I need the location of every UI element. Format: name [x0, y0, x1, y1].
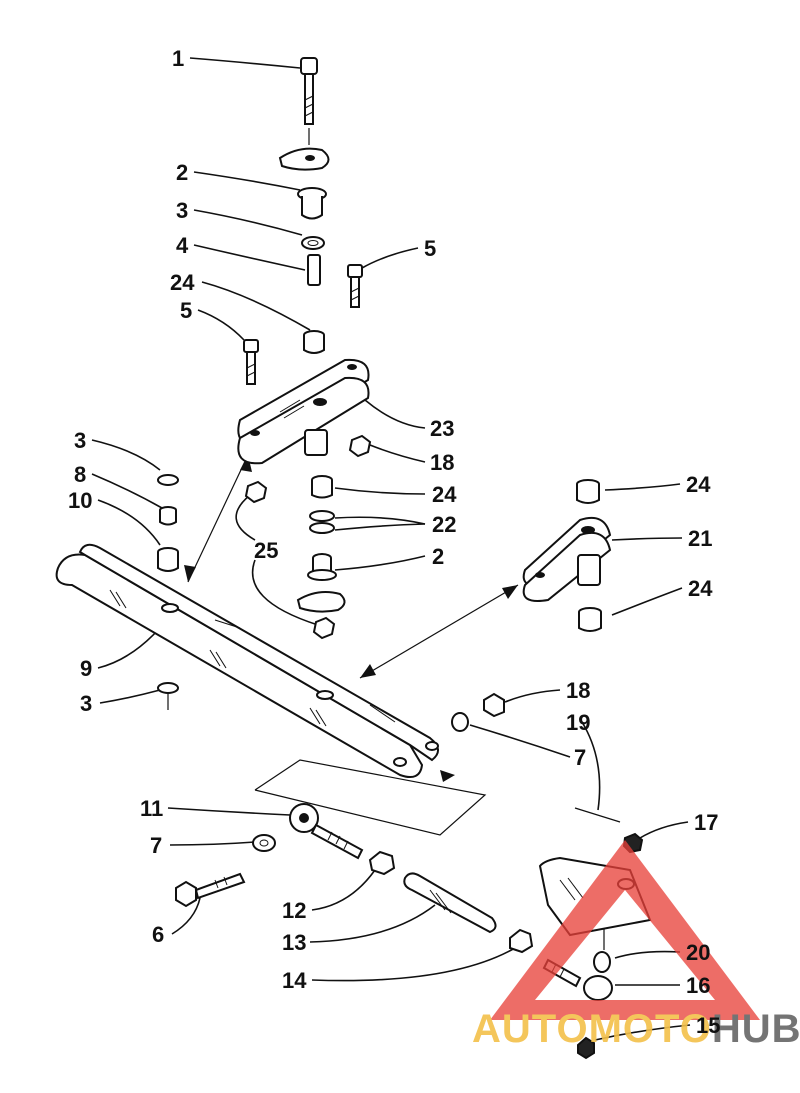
callout-7-right: 7: [574, 745, 586, 770]
part-nut-12: [368, 850, 396, 876]
callout-24-right-bottom: 24: [688, 576, 713, 601]
callout-22: 22: [432, 512, 456, 537]
part-spacer-24-mid: [311, 475, 333, 499]
part-lower-plate: [296, 591, 346, 613]
part-washer-3-top: [301, 236, 325, 250]
part-washer-7-left: [252, 834, 276, 852]
callout-3-top: 3: [176, 198, 188, 223]
callout-5-right: 5: [424, 236, 436, 261]
svg-text:AUTOMOTOHUB: AUTOMOTOHUB: [472, 1007, 800, 1051]
watermark-moto: MOTO: [589, 1007, 712, 1051]
callout-12: 12: [282, 898, 306, 923]
part-cotter-pin-19: [574, 807, 621, 823]
part-bushing-2-bottom: [307, 553, 337, 581]
part-washer-3-left: [157, 474, 179, 486]
callout-2-top: 2: [176, 160, 188, 185]
callout-5-left: 5: [180, 298, 192, 323]
callout-3-left: 3: [74, 428, 86, 453]
callout-4: 4: [176, 233, 189, 258]
part-nut-25-upper: [244, 480, 268, 504]
assembly-arrows: [184, 454, 519, 836]
part-bushing-2-top: [297, 187, 327, 220]
callout-20: 20: [686, 940, 710, 965]
part-pivot-21: [522, 516, 612, 602]
part-spacer-24-top: [303, 330, 325, 354]
part-washers-22: [309, 510, 335, 534]
callout-19: 19: [566, 710, 590, 735]
callout-labels: 1 2 3 4 5 24 5 23 18 3 8 10 24 22 25 2 2…: [68, 46, 720, 1038]
callout-14: 14: [282, 968, 307, 993]
callout-2-bottom: 2: [432, 544, 444, 569]
callout-17: 17: [694, 810, 718, 835]
callout-7-left: 7: [150, 833, 162, 858]
callout-3-bottom: 3: [80, 691, 92, 716]
callout-24-top: 24: [170, 270, 195, 295]
callout-24-right-top: 24: [686, 472, 711, 497]
callout-25: 25: [254, 538, 278, 563]
callout-18-top: 18: [430, 450, 454, 475]
callout-15: 15: [696, 1013, 720, 1038]
callout-23: 23: [430, 416, 454, 441]
callout-10: 10: [68, 488, 92, 513]
part-washer-7-right: [451, 712, 469, 732]
callout-8: 8: [74, 462, 86, 487]
part-bolt-6: [175, 872, 246, 908]
part-tube-13: [403, 872, 497, 934]
part-bolt-1: [300, 57, 318, 145]
part-nut-25-lower: [312, 616, 336, 640]
callout-18-right: 18: [566, 678, 590, 703]
callout-1: 1: [172, 46, 184, 71]
part-nut-18-right: [483, 692, 505, 718]
callout-9: 9: [80, 656, 92, 681]
callout-13: 13: [282, 930, 306, 955]
part-washer-3-bottom: [157, 682, 179, 710]
automotohub-watermark: AUTOMOTOHUB: [472, 840, 800, 1051]
part-sleeve-4: [307, 254, 321, 286]
part-nut-14: [509, 928, 534, 954]
watermark-auto: AUTO: [472, 1007, 589, 1051]
part-spacer-8: [159, 506, 177, 526]
part-rod-end-11: [289, 803, 364, 860]
callout-16: 16: [686, 973, 710, 998]
part-bolt-5-left: [243, 339, 259, 385]
callout-6: 6: [152, 922, 164, 947]
watermark-triangle-logo: [490, 840, 760, 1020]
part-plate-washer: [278, 147, 330, 171]
part-bracket-23: [237, 358, 370, 465]
part-bushing-10: [157, 547, 179, 572]
part-arm-9: [55, 543, 439, 778]
callout-11: 11: [140, 796, 163, 821]
leader-lines: [91, 57, 691, 1041]
part-spacer-24-right-bottom: [578, 607, 602, 632]
callout-24-mid: 24: [432, 482, 457, 507]
part-bolt-5-right: [347, 264, 363, 308]
part-spacer-24-right-top: [576, 479, 600, 504]
part-nut-18-top: [348, 434, 372, 458]
watermark-hub: HUB: [712, 1007, 800, 1051]
callout-21: 21: [688, 526, 712, 551]
